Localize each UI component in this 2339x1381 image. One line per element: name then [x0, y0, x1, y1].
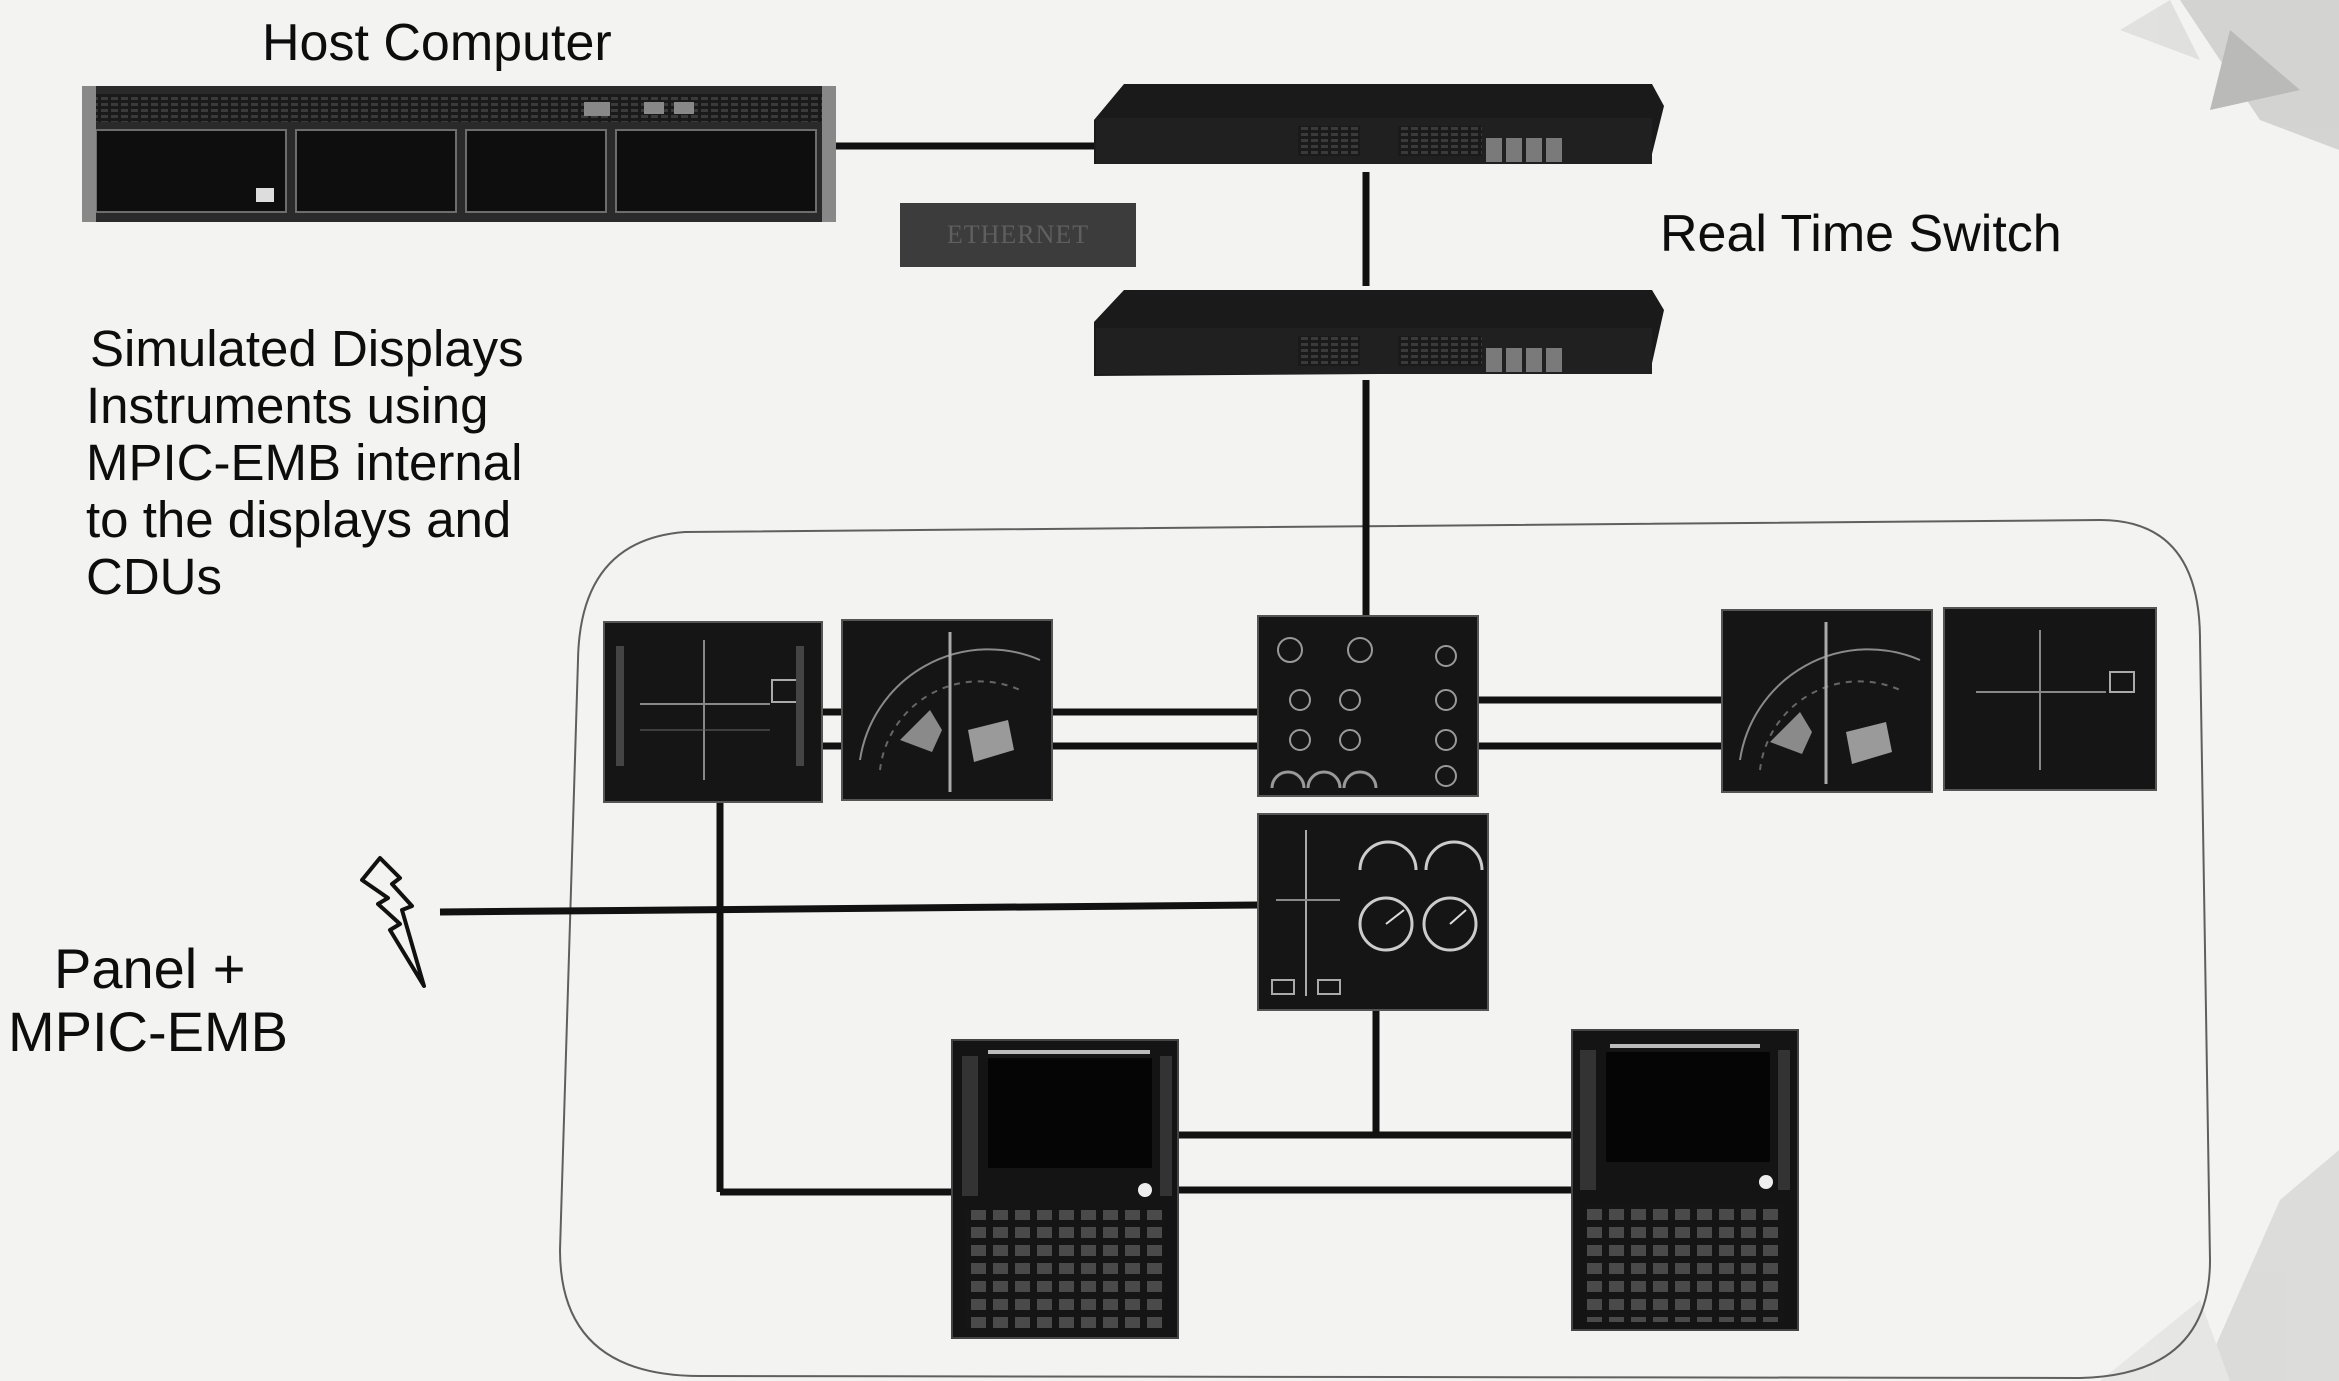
real-time-switch-bottom	[1094, 290, 1664, 376]
navigation-display-right	[1721, 609, 1933, 793]
real-time-switch-label: Real Time Switch	[1660, 205, 2062, 263]
lightning-bolt-icon	[360, 856, 426, 988]
engine-instrument-display	[1257, 813, 1489, 1011]
simulated-displays-line: MPIC-EMB internal	[86, 434, 523, 492]
simulated-displays-line: Instruments using	[86, 377, 489, 435]
simulated-displays-line: Simulated Displays	[90, 320, 524, 377]
panel-label: Panel + MPIC-EMB	[8, 937, 368, 1063]
simulated-displays-label: Simulated Displays Instruments using MPI…	[86, 320, 646, 606]
standby-instruments-panel	[1257, 615, 1479, 797]
simulated-displays-line: to the displays and	[86, 491, 512, 549]
simulated-displays-line: CDUs	[86, 548, 222, 606]
real-time-switch-top	[1094, 84, 1664, 164]
control-display-unit-left	[951, 1039, 1179, 1339]
navigation-display-left	[841, 619, 1053, 801]
panel-label-line: MPIC-EMB	[8, 999, 288, 1063]
primary-flight-display-left	[603, 621, 823, 803]
host-computer-server	[82, 86, 836, 222]
host-computer-label: Host Computer	[262, 14, 612, 72]
primary-flight-display-right	[1943, 607, 2157, 791]
control-display-unit-right	[1571, 1029, 1799, 1331]
ethernet-tag: ETHERNET	[900, 203, 1136, 267]
panel-label-line: Panel +	[54, 937, 246, 1000]
devices-enclosure	[558, 518, 2212, 1380]
